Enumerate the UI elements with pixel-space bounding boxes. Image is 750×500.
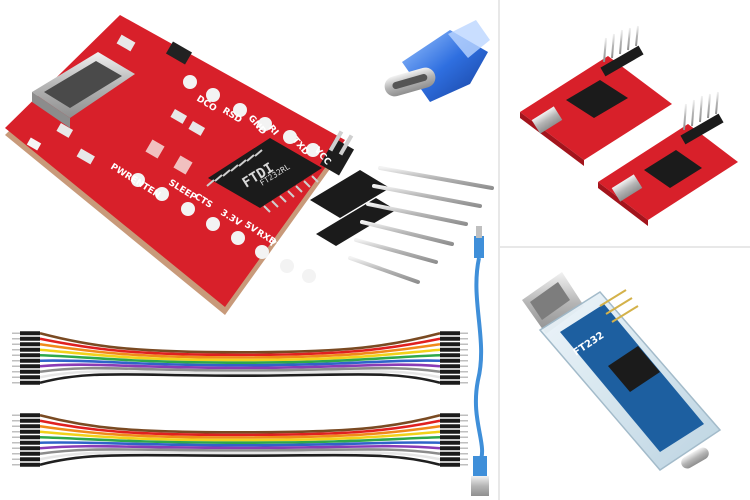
jumper-connector — [440, 364, 460, 369]
jumper-connector — [440, 347, 460, 352]
jumper-connector — [440, 435, 460, 440]
jumper-wire — [39, 331, 441, 354]
jumper-wire — [39, 448, 441, 456]
small-board-left — [520, 25, 672, 166]
jumper-connector — [440, 451, 460, 456]
jumper-connector — [20, 429, 40, 434]
jumper-connector — [440, 413, 460, 418]
jumper-connector — [20, 331, 40, 336]
jumper-wire — [39, 370, 441, 379]
vertical-divider — [498, 0, 500, 500]
jumper-wire — [39, 441, 441, 447]
jumper-wire — [39, 444, 441, 450]
jumper-connector — [20, 380, 40, 385]
usb-c-adapter-blue — [384, 20, 490, 102]
jumper-connector — [440, 418, 460, 423]
jumper-wire — [39, 363, 441, 370]
jumper-wire — [39, 435, 441, 445]
jumper-connector — [20, 418, 40, 423]
jumper-wire — [39, 366, 441, 374]
jumper-connector — [440, 331, 460, 336]
jumper-connector — [20, 353, 40, 358]
usb-a-dongle-clear: FT232 — [522, 272, 722, 471]
jumper-connector — [20, 424, 40, 429]
jumper-connector — [440, 440, 460, 445]
jumper-connector — [440, 429, 460, 434]
jumper-connector — [20, 451, 40, 456]
jumper-connector — [440, 353, 460, 358]
jumper-wire — [39, 373, 441, 385]
jumper-wire — [39, 348, 441, 362]
jumper-connector — [440, 446, 460, 451]
jumper-wire — [39, 453, 441, 467]
jumper-wire-bundle-top — [12, 331, 468, 385]
jumper-connector — [440, 380, 460, 385]
jumper-connector — [20, 342, 40, 347]
jumper-wire — [39, 359, 441, 367]
jumper-connector — [20, 457, 40, 462]
jumper-wire — [39, 451, 441, 461]
smd-components — [26, 34, 206, 175]
jumper-wire — [39, 430, 441, 442]
jumper-connector — [440, 336, 460, 341]
jumper-connector — [20, 413, 40, 418]
horizontal-divider — [500, 246, 750, 248]
jumper-connector — [440, 369, 460, 374]
right-angle-pin-header — [310, 166, 494, 284]
jumper-connector — [440, 424, 460, 429]
board-pads — [131, 75, 320, 283]
label-txl: TXL — [266, 238, 287, 257]
small-board-right — [598, 91, 738, 226]
jumper-connector — [440, 375, 460, 380]
jumper-wire — [39, 353, 441, 365]
jumper-wire — [39, 342, 441, 359]
jumper-connector — [20, 364, 40, 369]
jumper-connector — [440, 457, 460, 462]
jumper-wire — [39, 337, 441, 357]
jumper-connector — [20, 440, 40, 445]
jumper-connector — [20, 375, 40, 380]
ft232-breakout-board: FTDI FT232RL — [5, 15, 494, 315]
jumper-connector — [20, 446, 40, 451]
jumper-wire — [39, 424, 441, 439]
usb-cable-blue — [471, 226, 489, 496]
ftdi-chip: FTDI FT232RL — [206, 138, 322, 213]
jumper-wire-bundle-bottom — [12, 413, 468, 467]
jumper-connector — [440, 358, 460, 363]
jumper-header — [319, 130, 355, 176]
jumper-connector — [20, 336, 40, 341]
jumper-wire — [39, 413, 441, 434]
label-gnd-bottom: GND — [316, 278, 338, 302]
jumper-connector — [20, 462, 40, 467]
usb-c-receptacle — [32, 52, 135, 128]
jumper-connector — [20, 347, 40, 352]
jumper-connector — [20, 369, 40, 374]
jumper-connector — [440, 342, 460, 347]
jumper-connector — [20, 358, 40, 363]
jumper-connector — [20, 435, 40, 440]
jumper-connector — [440, 462, 460, 467]
jumper-wire — [39, 419, 441, 437]
